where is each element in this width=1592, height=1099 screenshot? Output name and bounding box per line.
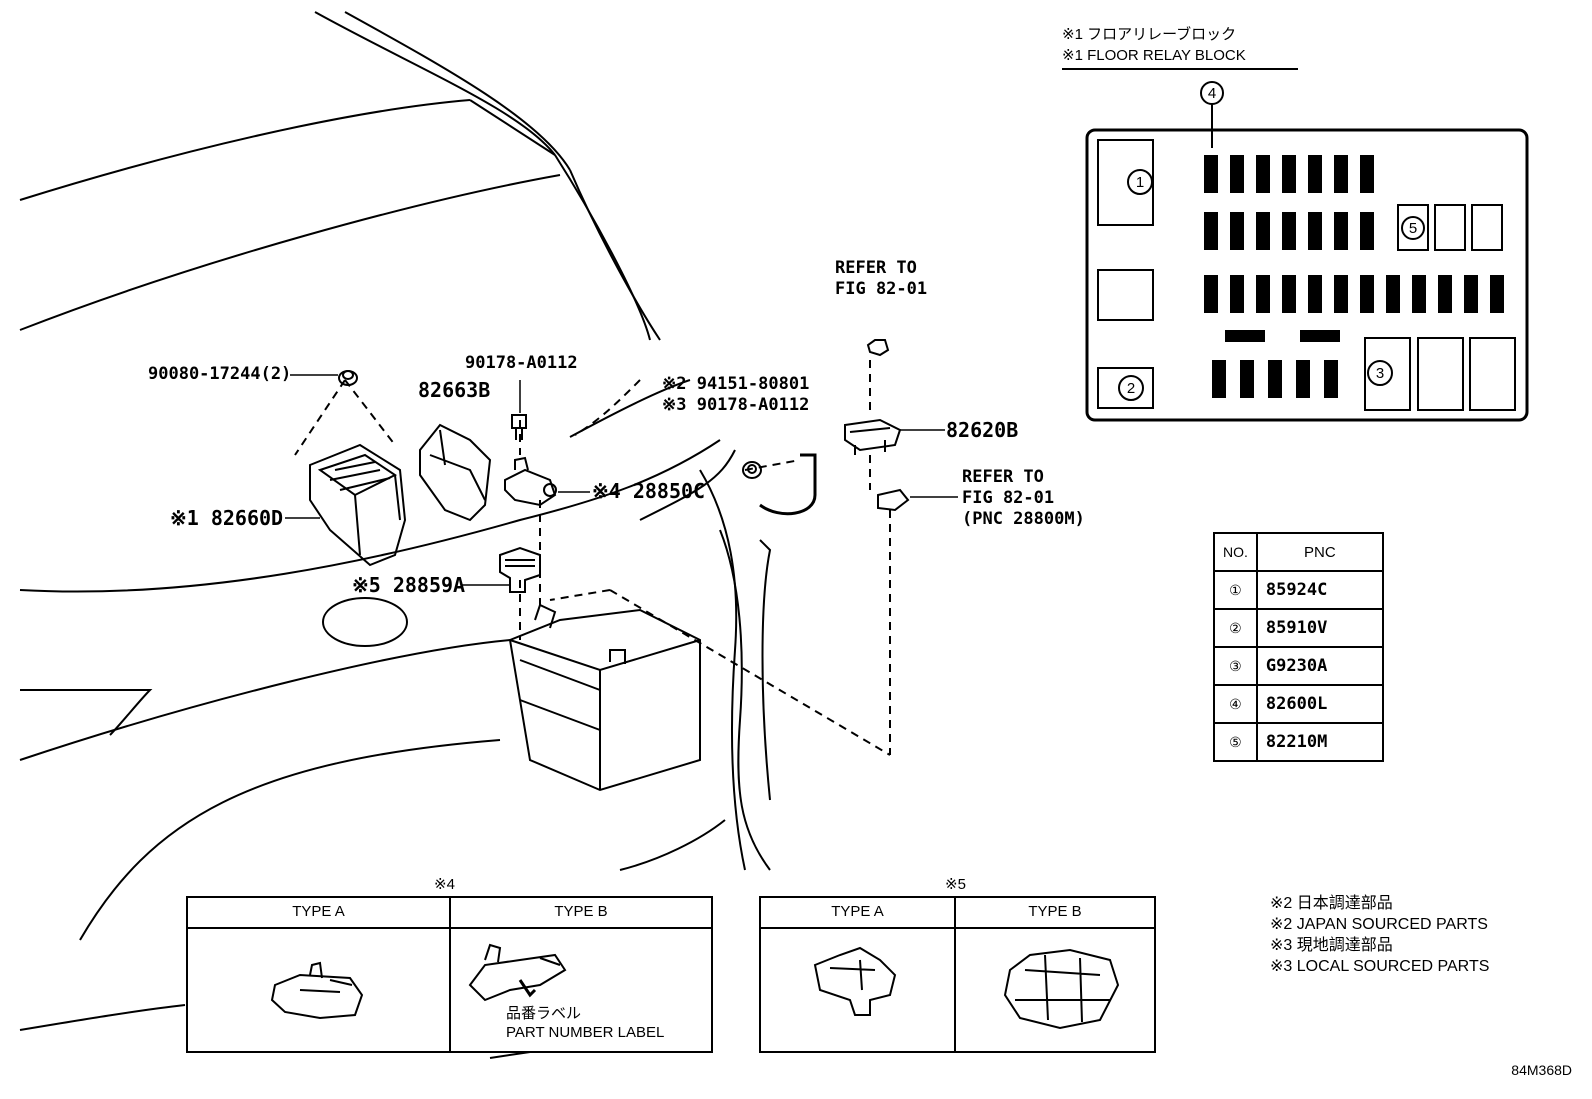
row-no: ⑤ bbox=[1213, 722, 1258, 762]
callout-j2: ※2 94151-80801 bbox=[662, 374, 810, 394]
callout-cover-a: ※5 28859A bbox=[352, 573, 466, 597]
fuse-cells bbox=[1204, 155, 1504, 398]
row-pnc: 82210M bbox=[1255, 722, 1384, 762]
refer-mid-1: REFER TO bbox=[962, 467, 1044, 487]
part-label-en: PART NUMBER LABEL bbox=[506, 1024, 665, 1041]
table-row: ② 85910V bbox=[1213, 608, 1384, 648]
slot-2 bbox=[1097, 367, 1154, 409]
row-pnc: 85910V bbox=[1255, 608, 1384, 648]
circ-2: 2 bbox=[1127, 380, 1135, 397]
callout-nut: 90080-17244(2) bbox=[148, 364, 292, 384]
slot-1 bbox=[1097, 139, 1154, 226]
callout-clip-top: 90178-A0112 bbox=[465, 353, 578, 373]
table-row: ③ G9230A bbox=[1213, 646, 1384, 686]
slot-blank bbox=[1097, 269, 1154, 321]
variant-4-type-a: TYPE A bbox=[292, 903, 345, 920]
parts bbox=[309, 339, 910, 792]
callout-leaders bbox=[285, 374, 958, 586]
relay-block-82660D bbox=[309, 443, 407, 567]
variants-5-mark: ※5 bbox=[945, 876, 966, 893]
row-pnc: G9230A bbox=[1255, 646, 1384, 686]
floor-relay-block: 1 2 3 4 5 bbox=[1062, 68, 1529, 422]
col-pnc: PNC bbox=[1255, 532, 1384, 572]
variant-5-type-b: TYPE B bbox=[1028, 903, 1082, 920]
table-row: ① 85924C bbox=[1213, 570, 1384, 610]
slot-5 bbox=[1397, 204, 1429, 251]
row-pnc: 85924C bbox=[1255, 570, 1384, 610]
table-row: ⑤ 82210M bbox=[1213, 722, 1384, 762]
cover-82663B bbox=[419, 423, 492, 522]
callout-block: ※1 82660D bbox=[170, 506, 284, 530]
circ-4: 4 bbox=[1208, 85, 1216, 102]
row-no: ① bbox=[1213, 570, 1258, 610]
callout-cover: 82663B bbox=[418, 378, 491, 402]
part-label-jp: 品番ラベル bbox=[506, 1005, 582, 1022]
row-pnc: 82600L bbox=[1255, 684, 1384, 724]
note-line: ※2 JAPAN SOURCED PARTS bbox=[1270, 916, 1488, 933]
body-outline bbox=[19, 11, 772, 1059]
cover-28859A bbox=[499, 546, 541, 593]
relay-block-title-en: ※1 FLOOR RELAY BLOCK bbox=[1062, 47, 1246, 64]
nut-94151 bbox=[742, 461, 762, 479]
table-row: ④ 82600L bbox=[1213, 684, 1384, 724]
leader-lines bbox=[294, 360, 891, 756]
pnc-table: NO. PNC ① 85924C ② 85910V ③ G9230A ④ 826… bbox=[1213, 532, 1384, 762]
slot-3 bbox=[1364, 337, 1411, 411]
variant-boxes bbox=[186, 896, 1156, 1053]
battery bbox=[508, 608, 701, 792]
variant-4-type-b: TYPE B bbox=[554, 903, 608, 920]
pnc-table-header: NO. PNC bbox=[1213, 532, 1384, 572]
circ-5: 5 bbox=[1409, 220, 1417, 237]
row-no: ③ bbox=[1213, 646, 1258, 686]
callout-j3: ※3 90178-A0112 bbox=[662, 395, 810, 415]
variants-4-mark: ※4 bbox=[434, 876, 455, 893]
clip-90178 bbox=[511, 414, 527, 429]
refer-mid-2: FIG 82-01 bbox=[962, 488, 1055, 508]
relay-82620B bbox=[844, 418, 902, 452]
notes: ※2 日本調達部品 ※2 JAPAN SOURCED PARTS ※3 現地調達… bbox=[1270, 893, 1489, 977]
note-line: ※3 現地調達部品 bbox=[1270, 937, 1393, 954]
ref-code: 84M368D bbox=[1511, 1062, 1572, 1078]
note-line: ※3 LOCAL SOURCED PARTS bbox=[1270, 958, 1490, 975]
relay-block-title-jp: ※1 フロアリレーブロック bbox=[1062, 26, 1237, 43]
circ-1: 1 bbox=[1136, 174, 1144, 191]
fuse-28850C bbox=[504, 468, 557, 507]
row-no: ② bbox=[1213, 608, 1258, 648]
note-line: ※2 日本調達部品 bbox=[1270, 895, 1393, 912]
refer-mid-3: (PNC 28800M) bbox=[962, 509, 1085, 529]
callout-relay: 82620B bbox=[946, 418, 1019, 442]
row-no: ④ bbox=[1213, 684, 1258, 724]
col-no: NO. bbox=[1213, 532, 1258, 572]
callout-fuse: ※4 28850C bbox=[592, 479, 706, 503]
variant-5-type-a: TYPE A bbox=[831, 903, 884, 920]
refer-top-1: REFER TO bbox=[835, 258, 917, 278]
circ-3: 3 bbox=[1376, 365, 1384, 382]
refer-top-2: FIG 82-01 bbox=[835, 279, 928, 299]
